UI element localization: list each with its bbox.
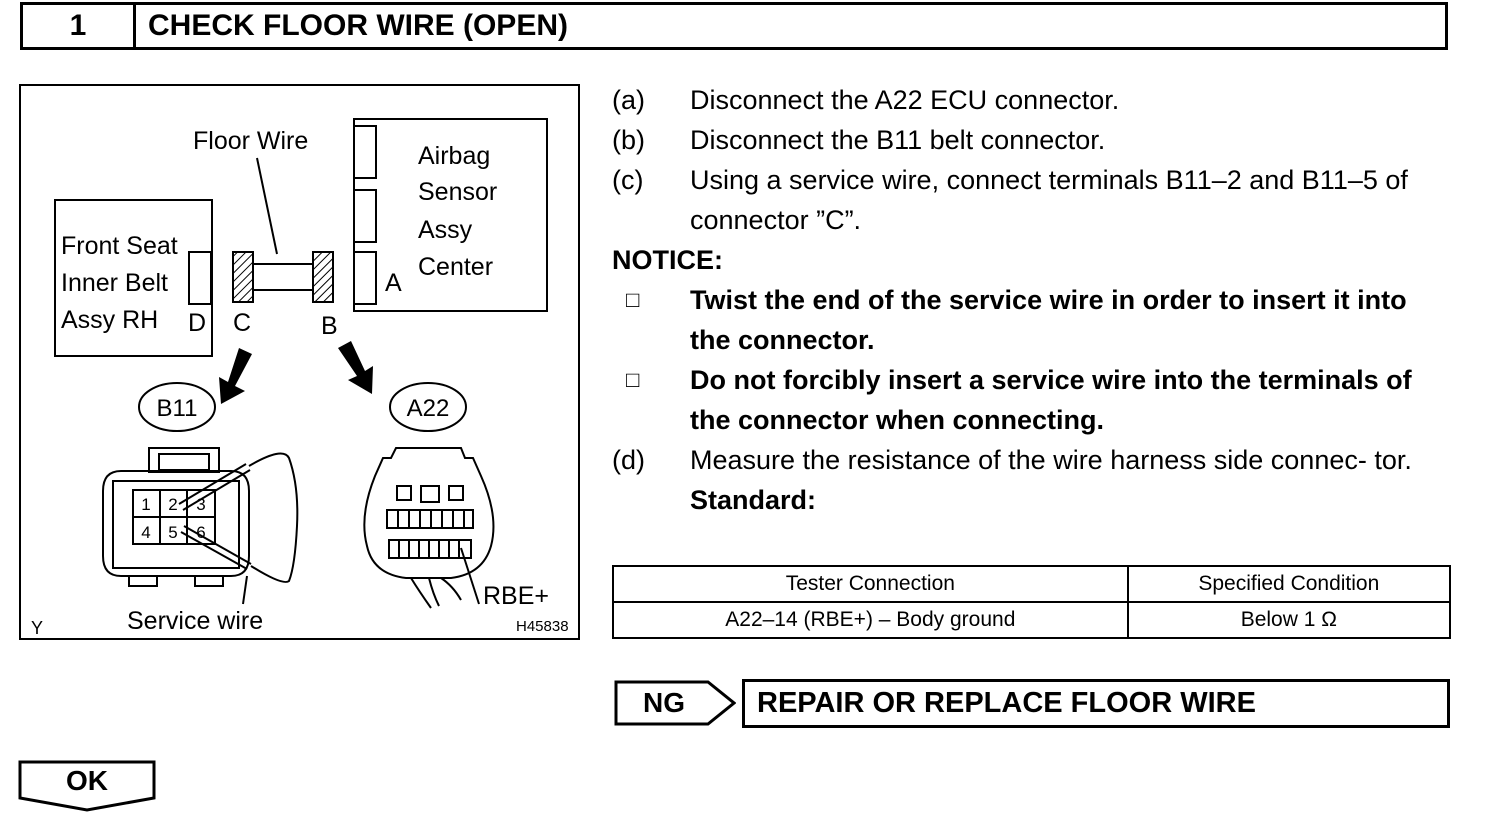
notice-item-2: □ Do not forcibly insert a service wire … [612, 360, 1454, 440]
step-b-text: Disconnect the B11 belt connector. [690, 125, 1106, 155]
arrow-down-right [338, 341, 373, 394]
ng-result: REPAIR OR REPLACE FLOOR WIRE [742, 679, 1450, 728]
ng-label: NG [643, 687, 685, 718]
step-c-tag: (c) [612, 165, 644, 195]
step-d: (d) Measure the resistance of the wire h… [612, 440, 1454, 480]
connector-c-label: C [233, 309, 251, 337]
airbag-label-4: Center [418, 253, 493, 281]
table-header-row: Tester Connection Specified Condition [612, 565, 1452, 603]
ok-label: OK [66, 765, 108, 796]
step-b-tag: (b) [612, 125, 645, 155]
standard-label: Standard: [690, 485, 817, 515]
step-d-text: Measure the resistance of the wire harne… [690, 445, 1412, 475]
checkbox-icon: □ [626, 367, 640, 392]
front-seat-label-1: Front Seat [61, 232, 178, 260]
connector-b [312, 251, 334, 303]
instructions: (a) Disconnect the A22 ECU connector. (b… [612, 80, 1454, 520]
spec-table: Tester Connection Specified Condition A2… [612, 565, 1452, 639]
pin-3: 3 [196, 495, 205, 514]
notice-item-2-text: Do not forcibly insert a service wire in… [690, 365, 1412, 435]
step-a-tag: (a) [612, 85, 645, 115]
step-c: (c) Using a service wire, connect termin… [612, 160, 1454, 240]
airbag-label-3: Assy [418, 216, 473, 244]
step-a: (a) Disconnect the A22 ECU connector. [612, 80, 1454, 120]
b11-connector [102, 447, 250, 587]
a22-connector [363, 447, 495, 609]
floor-wire-body [252, 263, 314, 291]
connector-c [232, 251, 254, 303]
wiring-figure: Airbag Sensor Assy Center A Floor Wire F… [19, 84, 580, 640]
standard-row: Standard: [612, 480, 1454, 520]
notice-item-1-text: Twist the end of the service wire in ord… [690, 285, 1407, 355]
connector-a-label: A [385, 269, 402, 297]
step-d-tag: (d) [612, 445, 645, 475]
wiring-diagram: Airbag Sensor Assy Center A Floor Wire F… [31, 118, 569, 638]
ng-badge: NG [614, 680, 736, 726]
pin-5: 5 [168, 523, 177, 542]
connector-d-label: D [188, 309, 206, 337]
arrow-down-left [219, 348, 252, 404]
step-title: CHECK FLOOR WIRE (OPEN) [148, 9, 568, 42]
checkbox-icon: □ [626, 287, 640, 312]
table-cell: Below 1 Ω [1126, 601, 1452, 639]
step-header: 1 CHECK FLOOR WIRE (OPEN) [20, 2, 1448, 50]
pin-6: 6 [196, 523, 205, 542]
floor-wire-label: Floor Wire [193, 127, 308, 155]
step-number: 1 [23, 5, 136, 47]
connector-b-label: B [321, 312, 338, 340]
step-b: (b) Disconnect the B11 belt connector. [612, 120, 1454, 160]
notice-title: NOTICE: [612, 245, 723, 275]
pin-1: 1 [141, 495, 150, 514]
airbag-label-2: Sensor [418, 178, 497, 206]
step-c-text: Using a service wire, connect terminals … [690, 165, 1408, 235]
table-header: Tester Connection [612, 565, 1129, 603]
b11-label: B11 [157, 395, 198, 422]
notice-item-1: □ Twist the end of the service wire in o… [612, 280, 1454, 360]
pin-2: 2 [168, 495, 177, 514]
a22-label: A22 [407, 395, 450, 422]
front-seat-label-3: Assy RH [61, 306, 158, 334]
ok-arrow-icon [18, 760, 156, 812]
table-cell: A22–14 (RBE+) – Body ground [612, 601, 1129, 639]
figure-code: H45838 [516, 618, 569, 635]
ok-badge: OK [18, 760, 156, 812]
service-wire-label: Service wire [127, 607, 263, 635]
service-wire [178, 452, 299, 605]
table-row: A22–14 (RBE+) – Body ground Below 1 Ω [612, 601, 1452, 639]
corner-y-label: Y [31, 618, 43, 638]
ng-arrow-icon [614, 680, 736, 726]
step-a-text: Disconnect the A22 ECU connector. [690, 85, 1120, 115]
pin-4: 4 [141, 523, 150, 542]
table-header: Specified Condition [1126, 565, 1452, 603]
rbe-label: RBE+ [483, 582, 549, 610]
airbag-label-1: Airbag [418, 142, 490, 170]
front-seat-label-2: Inner Belt [61, 269, 168, 297]
